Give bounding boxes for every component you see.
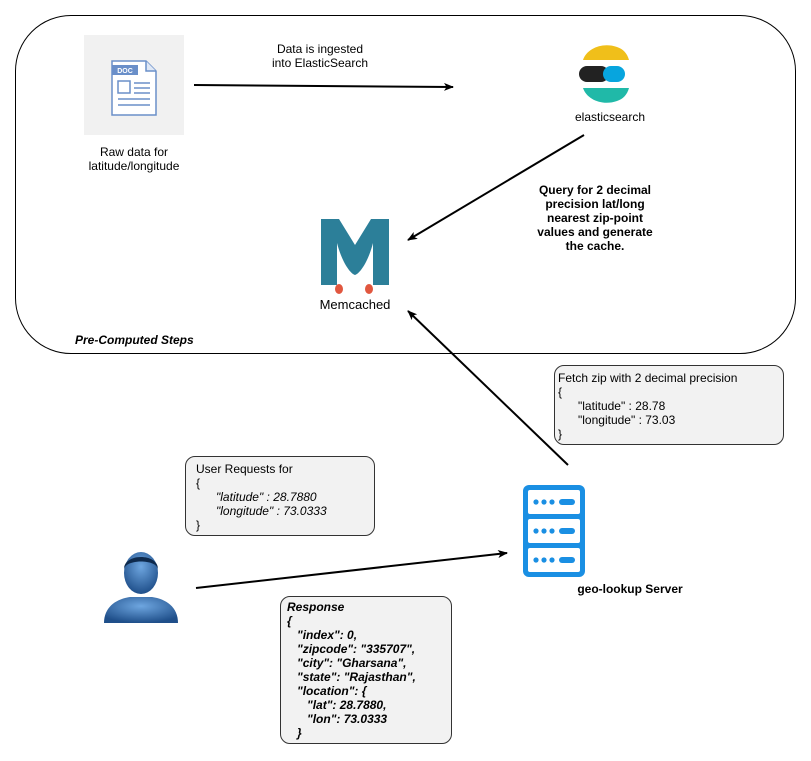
- response-line: "lat": 28.7880,: [287, 698, 387, 712]
- raw-data-label-line2: latitude/longitude: [88, 159, 180, 173]
- response-line: "city": "Gharsana",: [287, 656, 407, 670]
- query-label-line5: the cache.: [565, 239, 625, 253]
- query-label: Query for 2 decimal precision lat/long n…: [520, 183, 670, 253]
- fetch-note-line: "longitude" : 73.03: [558, 413, 676, 427]
- raw-data-label: Raw data for latitude/longitude: [64, 145, 204, 173]
- ingest-label-line1: Data is ingested: [276, 42, 364, 56]
- query-label-line1: Query for 2 decimal: [538, 183, 652, 197]
- query-label-line2: precision lat/long: [545, 197, 645, 211]
- user-request-title: User Requests for: [196, 462, 293, 476]
- ingest-label: Data is ingested into ElasticSearch: [240, 42, 400, 70]
- user-request-line: "longitude" : 73.0333: [196, 504, 327, 518]
- user-request-line: {: [196, 476, 201, 490]
- response-line: "lon": 73.0333: [287, 712, 388, 726]
- response-note: Response { "index": 0, "zipcode": "33570…: [280, 596, 452, 744]
- response-line: "location": {: [287, 684, 367, 698]
- precomputed-container: [15, 15, 796, 354]
- user-request-line: }: [196, 518, 201, 532]
- query-label-line4: values and generate: [537, 225, 653, 239]
- raw-data-label-line1: Raw data for: [99, 145, 169, 159]
- response-line: {: [287, 614, 292, 628]
- response-line: }: [287, 726, 302, 740]
- fetch-note-title: Fetch zip with 2 decimal precision: [558, 371, 738, 385]
- response-line: "zipcode": "335707",: [287, 642, 416, 656]
- document-icon: DOC: [111, 60, 157, 116]
- fetch-note-line: {: [558, 385, 563, 399]
- doc-text: DOC: [117, 68, 133, 75]
- query-label-line3: nearest zip-point: [546, 211, 643, 225]
- fetch-arrow: [407, 310, 569, 466]
- response-title: Response: [287, 600, 345, 614]
- query-arrow: [407, 134, 585, 241]
- server-label: geo-lookup Server: [577, 582, 683, 596]
- user-icon: [104, 552, 178, 623]
- raw-data-node: DOC: [84, 35, 184, 135]
- elasticsearch-label: elasticsearch: [574, 110, 646, 124]
- response-line: "state": "Rajasthan",: [287, 670, 416, 684]
- server-icon: [523, 485, 585, 577]
- user-request-line: "latitude" : 28.7880: [196, 490, 317, 504]
- user-request-note: User Requests for { "latitude" : 28.7880…: [185, 456, 375, 536]
- fetch-note: Fetch zip with 2 decimal precision { "la…: [554, 365, 784, 445]
- ingest-arrow: [193, 82, 454, 91]
- memcached-logo: [321, 219, 389, 294]
- memcached-label: Memcached: [319, 297, 391, 312]
- fetch-note-line: "latitude" : 28.78: [558, 399, 666, 413]
- elasticsearch-logo: [579, 45, 629, 103]
- precomputed-label: Pre-Computed Steps: [75, 333, 194, 347]
- request-arrow: [195, 550, 508, 589]
- ingest-label-line2: into ElasticSearch: [271, 56, 369, 70]
- response-line: "index": 0,: [287, 628, 358, 642]
- fetch-note-line: }: [558, 427, 563, 441]
